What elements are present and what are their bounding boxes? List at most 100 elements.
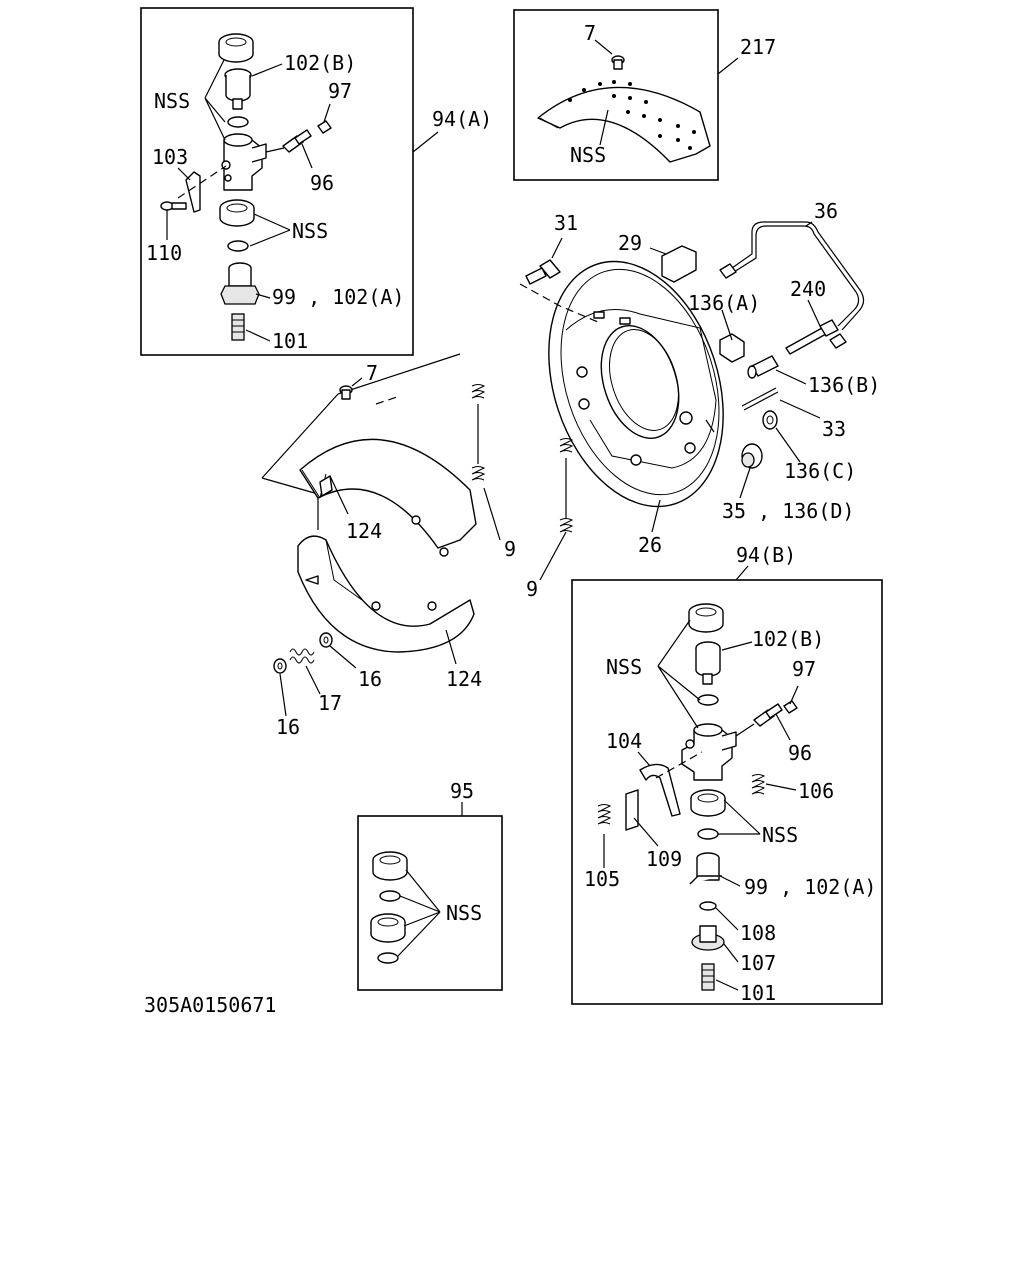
rivet-7a: [611, 55, 625, 70]
label-109: 109: [646, 847, 682, 871]
label-35-136d: 35 , 136(D): [722, 499, 854, 523]
pipe-nut-36a: [719, 263, 737, 279]
cylinder-body-b: [681, 723, 737, 781]
label-104: 104: [606, 729, 642, 753]
brake-shoe-upper: [299, 438, 477, 549]
seal-ring-lower-b: [697, 828, 719, 840]
label-136a: 136(A): [688, 291, 760, 315]
seal-ring-lower-a: [227, 240, 249, 252]
repair-kit-box: [357, 815, 503, 991]
label-217: 217: [740, 35, 776, 59]
brake-pipe-36: [731, 221, 865, 331]
wheel-cylinder-a-group: [140, 7, 439, 356]
bolt-31-dash-line: [519, 283, 599, 323]
label-97-a: 97: [328, 79, 352, 103]
label-124-lower: 124: [446, 667, 482, 691]
hold-down-spring-17: [289, 648, 315, 664]
label-7-mid: 7: [366, 361, 378, 385]
label-26: 26: [638, 533, 662, 557]
lever-104: [639, 763, 681, 817]
cup-seal-lower-a: [219, 199, 255, 227]
label-240: 240: [790, 277, 826, 301]
washer-16b: [273, 658, 287, 674]
bleeder-screw-b: [735, 703, 783, 737]
adjuster-piston-a: [220, 262, 260, 305]
adjuster-wheel-107: [691, 925, 725, 951]
brake-shoes-group: [261, 353, 574, 717]
cup-seal-top-a: [218, 33, 254, 63]
label-nss-a2: NSS: [292, 219, 328, 243]
label-94b: 94(B): [736, 543, 796, 567]
seal-ring-b: [697, 694, 719, 706]
wheel-cylinder-b-box: [571, 579, 883, 1005]
backing-plate: [548, 260, 724, 508]
washer-16a: [319, 632, 333, 648]
label-108: 108: [740, 921, 776, 945]
piston-102b-b: [695, 641, 721, 685]
label-99-102a-a: 99 , 102(A): [272, 285, 404, 309]
label-105: 105: [584, 867, 620, 891]
label-99-102a-b: 99 , 102(A): [744, 875, 876, 899]
label-94a: 94(A): [432, 107, 492, 131]
spring-106: [751, 774, 766, 795]
bolt-110: [160, 201, 187, 211]
label-101-a: 101: [272, 329, 308, 353]
grommet-35: [741, 443, 763, 469]
return-spring-lower: [559, 438, 574, 533]
pin-7b: [339, 385, 353, 400]
bleeder-cap-a: [317, 120, 332, 134]
cup-seal-top-b: [688, 603, 724, 633]
label-96-b: 96: [788, 741, 812, 765]
backing-plate-group: [519, 221, 865, 533]
nut-136c: [762, 410, 778, 430]
diagram-code: 305A0150671: [144, 993, 276, 1017]
lining-box: [513, 9, 719, 181]
label-102b-a: 102(B): [284, 51, 356, 75]
label-136b: 136(B): [808, 373, 880, 397]
label-nss-b1: NSS: [606, 655, 642, 679]
retainer-29: [661, 245, 697, 283]
cup-seal-lower-b: [690, 789, 726, 817]
kit-cup-2: [370, 913, 406, 943]
label-103: 103: [152, 145, 188, 169]
label-136c: 136(C): [784, 459, 856, 483]
label-16-right: 16: [358, 667, 382, 691]
label-96-a: 96: [310, 171, 334, 195]
return-spring-upper: [471, 384, 486, 481]
label-nss-b2: NSS: [762, 823, 798, 847]
brake-shoe-lower: [297, 535, 475, 653]
repair-kit-group: [357, 802, 503, 991]
label-17: 17: [318, 691, 342, 715]
bolt-240: [785, 319, 839, 355]
label-29: 29: [618, 231, 642, 255]
wheel-cylinder-b-group: [571, 565, 883, 1005]
cylinder-body-a: [221, 133, 267, 191]
label-110: 110: [146, 241, 182, 265]
callout-labels: 7 217 NSS 102(B) NSS 97 94(A) 103 96 110…: [144, 21, 880, 1017]
adjuster-screw-a: [231, 313, 245, 341]
label-7-top: 7: [584, 21, 596, 45]
pin-33: [741, 387, 779, 411]
label-101-b: 101: [740, 981, 776, 1005]
spring-105: [597, 804, 612, 825]
label-31: 31: [554, 211, 578, 235]
label-nss-a1: NSS: [154, 89, 190, 113]
adjuster-screw-b: [701, 963, 715, 991]
adjuster-clip-a: [185, 171, 201, 213]
brake-lining-shoe: [537, 86, 711, 163]
label-36: 36: [814, 199, 838, 223]
label-33: 33: [822, 417, 846, 441]
label-107: 107: [740, 951, 776, 975]
kit-cup-1: [372, 851, 408, 881]
label-124-upper: 124: [346, 519, 382, 543]
label-9-upper: 9: [504, 537, 516, 561]
plate-109: [625, 789, 639, 831]
clip-136a: [719, 333, 745, 363]
kit-ring-2: [377, 952, 399, 964]
label-102b-b: 102(B): [752, 627, 824, 651]
bleeder-screw-a: [265, 129, 312, 153]
label-95: 95: [450, 779, 474, 803]
piston-102b-a: [224, 68, 252, 110]
label-nss-kit: NSS: [446, 901, 482, 925]
